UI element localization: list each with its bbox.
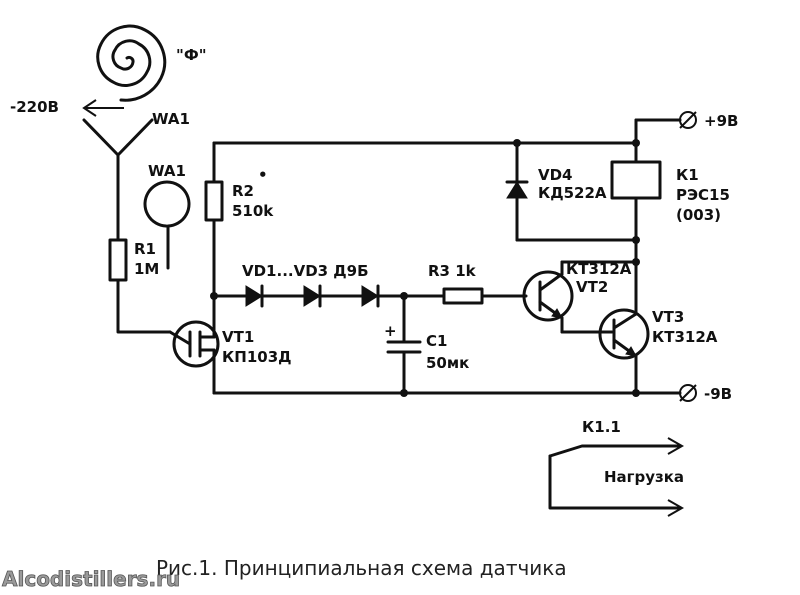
figure-caption: Рис.1. Принципиальная схема датчика — [156, 556, 567, 580]
label-load: Нагрузка — [604, 468, 684, 486]
label-vd4-type: КД522А — [538, 184, 607, 202]
label-vt1-name: VT1 — [222, 328, 254, 346]
transistor-vt1 — [168, 294, 220, 395]
label-r2-mark: • — [258, 166, 268, 184]
resistor-r3 — [442, 287, 484, 305]
contact-k1-1 — [548, 437, 685, 517]
antenna-wa1 — [82, 118, 154, 242]
label-plus9: +9В — [704, 112, 738, 130]
label-k1-name: К1 — [676, 166, 699, 184]
label-k1-type: РЭС15 — [676, 186, 730, 204]
label-vt3-type: КТ312А — [652, 328, 718, 346]
mains-arrow — [82, 99, 124, 117]
label-minus9: -9В — [704, 385, 732, 403]
label-vd4-name: VD4 — [538, 166, 573, 184]
label-k1-code: (003) — [676, 206, 721, 224]
label-k11: К1.1 — [582, 418, 621, 436]
label-vt2-type: КТ312А — [566, 260, 632, 278]
resistor-r1 — [108, 238, 128, 282]
watermark: Alcodistillers.ru — [2, 567, 180, 591]
transistor-vt2 — [522, 260, 614, 334]
terminal-minus9 — [679, 384, 697, 402]
loop-wa1 — [143, 180, 191, 270]
spiral-phase-sensor — [96, 24, 167, 102]
label-c1-value: 50мк — [426, 354, 469, 372]
label-r1-value: 1M — [134, 260, 159, 278]
label-vt2-name: VT2 — [576, 278, 608, 296]
capacitor-c1 — [386, 294, 422, 395]
label-r2-value: 510k — [232, 202, 274, 220]
label-r3: R3 1k — [428, 262, 477, 280]
diode-chain — [245, 284, 380, 308]
diode-vd4 — [505, 180, 529, 199]
label-vt1-type: КП103Д — [222, 348, 292, 366]
label-r1-name: R1 — [134, 240, 156, 258]
label-c1-name: C1 — [426, 332, 447, 350]
label-phase: "Ф" — [176, 46, 207, 64]
label-c1-plus: + — [384, 322, 397, 340]
label-diodes: VD1...VD3 Д9Б — [242, 262, 369, 280]
label-wa1-antenna: WA1 — [152, 110, 190, 128]
label-r2-name: R2 — [232, 182, 254, 200]
terminal-plus9 — [679, 111, 697, 129]
label-vt3-name: VT3 — [652, 308, 684, 326]
transistor-vt3 — [598, 260, 650, 395]
label-mains: -220В — [10, 98, 59, 116]
label-wa1-loop: WA1 — [148, 162, 186, 180]
relay-k1 — [610, 160, 662, 200]
resistor-r2 — [204, 180, 224, 222]
